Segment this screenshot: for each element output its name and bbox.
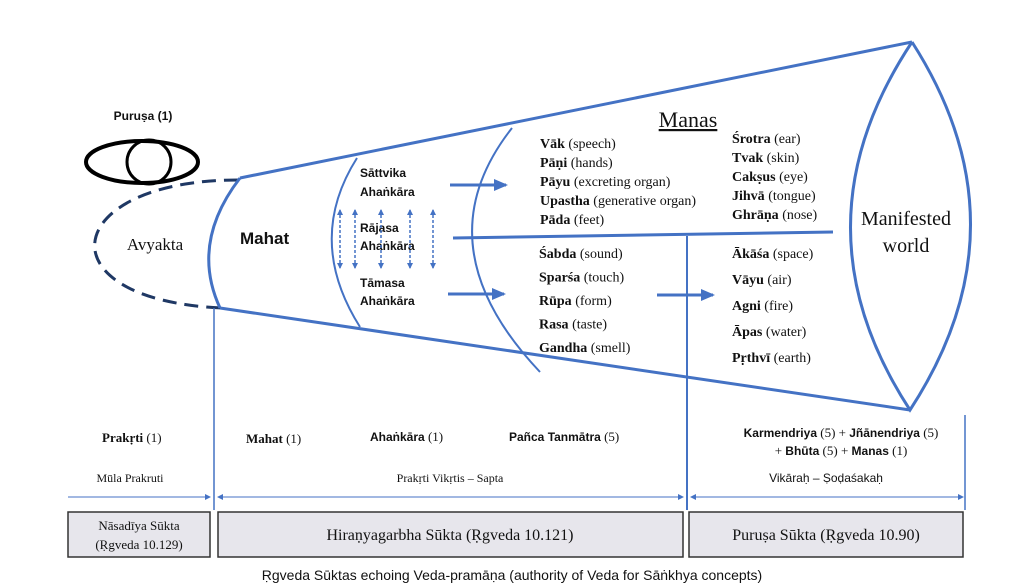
count-ahankara: Ahaṅkāra (1) bbox=[370, 429, 443, 444]
tamasa-line1: Tāmasa bbox=[360, 276, 405, 290]
hiranyagarbha-label: Hiraṇyagarbha Sūkta (Ṛgveda 10.121) bbox=[326, 527, 573, 544]
nasadiya-line2: (Ṛgveda 10.129) bbox=[95, 537, 182, 552]
count-panca-tanmatra: Pañca Tanmātra (5) bbox=[509, 429, 619, 444]
jnanendriya-item: Tvak (skin) bbox=[732, 151, 800, 166]
tanmatra-item: Śabda (sound) bbox=[539, 245, 623, 262]
purusa-sukta-label: Puruṣa Sūkta (Ṛgveda 10.90) bbox=[732, 527, 920, 544]
ahankara-labels: Sāttvika Ahaṅkāra Rājasa Ahaṅkāra Tāmasa… bbox=[360, 166, 415, 308]
range-lines bbox=[68, 308, 966, 510]
purusa-label: Puruṣa (1) bbox=[114, 109, 173, 123]
vikarah-label: Vikāraḥ – Ṣoḍaśakaḥ bbox=[769, 471, 883, 485]
jnanendriya-item: Ghrāṇa (nose) bbox=[732, 208, 818, 223]
rajasa-line1: Rājasa bbox=[360, 221, 399, 235]
cone-outline bbox=[207, 40, 972, 510]
karmendriya-item: Vāk (speech) bbox=[540, 137, 616, 152]
karmendriya-item: Pāyu (excreting organ) bbox=[540, 175, 671, 190]
sukta-boxes: Nāsadīya Sūkta (Ṛgveda 10.129) Hiraṇyaga… bbox=[67, 511, 964, 558]
bhuta-item: Vāyu (air) bbox=[732, 273, 792, 288]
manifested-world-line2: world bbox=[883, 235, 930, 257]
flow-arrows bbox=[448, 179, 715, 301]
manifested-world-line1: Manifested bbox=[861, 208, 951, 230]
sattvika-line1: Sāttvika bbox=[360, 166, 406, 180]
jnanendriya-item: Jihvā (tongue) bbox=[732, 189, 816, 204]
tanmatra-item: Rasa (taste) bbox=[539, 318, 607, 333]
manas-label: Manas bbox=[659, 107, 718, 132]
mahat-label: Mahat bbox=[240, 229, 289, 248]
count-sodasaka-line1: Karmendriya (5) + Jñānendriya (5) bbox=[744, 425, 939, 440]
tanmatra-item: Sparśa (touch) bbox=[539, 271, 625, 286]
tanmatra-item: Rūpa (form) bbox=[539, 294, 612, 309]
avyakta-label: Avyakta bbox=[127, 235, 184, 254]
tattva-counts: Prakṛti (1) Mahat (1) Ahaṅkāra (1) Pañca… bbox=[102, 425, 938, 458]
jnanendriya-item: Śrotra (ear) bbox=[732, 130, 801, 147]
category-labels: Mūla Prakruti Prakṛti Vikṛtis – Sapta Vi… bbox=[97, 471, 883, 485]
sattvika-line2: Ahaṅkāra bbox=[360, 185, 415, 199]
bhuta-item: Āpas (water) bbox=[732, 324, 807, 340]
bhuta-item: Ākāśa (space) bbox=[732, 246, 814, 262]
tanmatra-item: Gandha (smell) bbox=[539, 341, 631, 356]
count-sodasaka-line2: + Bhūta (5) + Manas (1) bbox=[775, 443, 908, 458]
element-lists: Vāk (speech) Pāṇi (hands) Pāyu (excreting … bbox=[539, 130, 818, 366]
karmendriya-item: Pāṇi (hands) bbox=[540, 156, 613, 171]
jnanendriya-item: Cakṣus (eye) bbox=[732, 170, 808, 185]
mula-prakruti-label: Mūla Prakruti bbox=[97, 471, 165, 485]
tamasa-line2: Ahaṅkāra bbox=[360, 294, 415, 308]
caption: Ṛgveda Sūktas echoing Veda-pramāṇa (auth… bbox=[262, 567, 762, 583]
avyakta-shape bbox=[93, 178, 239, 310]
karmendriya-item: Upastha (generative organ) bbox=[540, 194, 696, 209]
bhuta-item: Agni (fire) bbox=[732, 299, 793, 314]
nasadiya-line1: Nāsadīya Sūkta bbox=[98, 518, 179, 533]
eye-icon bbox=[84, 138, 200, 186]
karmendriya-item: Pāda (feet) bbox=[540, 213, 604, 228]
rajasa-line2: Ahaṅkāra bbox=[360, 239, 415, 253]
count-mahat: Mahat (1) bbox=[246, 431, 301, 446]
count-prakrti: Prakṛti (1) bbox=[102, 430, 162, 445]
bhuta-item: Pṛthvī (earth) bbox=[732, 351, 811, 366]
prakrti-vikrtis-label: Prakṛti Vikṛtis – Sapta bbox=[397, 471, 504, 485]
